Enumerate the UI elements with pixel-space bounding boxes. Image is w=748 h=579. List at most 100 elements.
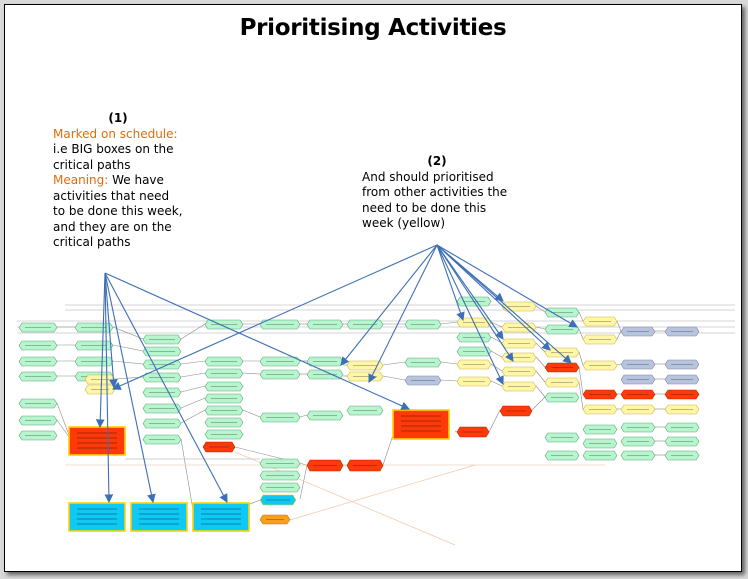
dependency-line	[535, 385, 546, 398]
activity-node	[664, 374, 700, 385]
activity-node	[544, 362, 580, 373]
annotation-arrow	[436, 244, 578, 328]
activity-node	[582, 424, 618, 435]
activity-node	[259, 412, 301, 423]
activity-node	[664, 436, 700, 447]
dependency-line	[490, 350, 503, 358]
note-1-meaning-label: Meaning:	[53, 173, 109, 187]
annotation-arrow	[436, 244, 504, 340]
activity-node	[18, 371, 58, 382]
activity-node	[620, 326, 656, 337]
dependency-line	[578, 328, 584, 340]
annotation-arrow	[436, 244, 465, 322]
activity-node	[582, 316, 618, 327]
dependency-line	[454, 430, 458, 433]
dependency-line	[535, 305, 546, 313]
dependency-line	[382, 434, 394, 466]
activity-node	[664, 389, 700, 400]
activity-node	[582, 360, 618, 371]
activity-node	[544, 392, 580, 403]
note-2-number: (2)	[427, 154, 447, 168]
activity-node	[456, 376, 492, 387]
dependency-line	[180, 397, 206, 409]
dependency-line	[180, 438, 194, 511]
dependency-line	[180, 360, 206, 365]
schedule-network-diagram	[17, 244, 735, 546]
activity-node	[664, 404, 700, 415]
activity-node	[620, 450, 656, 461]
activity-node	[544, 432, 580, 443]
big-activity-box	[392, 409, 450, 440]
activity-node	[259, 494, 297, 506]
dependency-line	[242, 409, 261, 418]
dependency-line	[180, 385, 206, 393]
big-activity-box	[192, 502, 250, 532]
activity-node	[456, 426, 490, 438]
activity-node	[582, 438, 618, 449]
note-1-marked-text: i.e BIG boxes on the critical paths	[53, 142, 174, 172]
activity-node	[142, 403, 182, 414]
activity-node	[142, 334, 182, 345]
dependency-line	[382, 375, 406, 381]
activity-node	[664, 450, 700, 461]
activity-node	[204, 356, 244, 367]
dependency-line	[299, 414, 308, 418]
activity-node	[142, 434, 182, 445]
activity-node	[582, 404, 618, 415]
dependency-line	[382, 361, 406, 366]
activity-node	[204, 417, 244, 428]
long-link-line	[289, 464, 476, 521]
activity-node	[582, 389, 618, 400]
dependency-line	[180, 409, 206, 424]
annotation-arrow	[340, 244, 438, 366]
activity-node	[18, 322, 58, 333]
big-activity-box	[68, 502, 126, 532]
dependency-line	[440, 379, 458, 382]
dependency-line	[112, 360, 144, 365]
activity-node	[306, 459, 344, 472]
annotation-arrow	[104, 272, 156, 504]
dependency-line	[242, 372, 261, 375]
big-activity-box	[130, 502, 188, 532]
note-1-marked-label: Marked on schedule:	[53, 126, 178, 141]
dependency-line	[56, 402, 70, 436]
activity-node	[346, 459, 384, 472]
annotation-arrow	[111, 244, 438, 390]
activity-node	[544, 377, 580, 388]
dependency-line	[535, 326, 546, 330]
activity-node	[456, 346, 492, 357]
activity-node	[142, 387, 182, 398]
dependency-line	[616, 320, 622, 332]
activity-node	[620, 389, 656, 400]
annotation-arrow	[436, 244, 514, 362]
dependency-line	[578, 351, 584, 366]
dependency-line	[180, 323, 206, 340]
dependency-line	[616, 330, 622, 340]
dependency-line	[299, 464, 308, 500]
activity-node	[18, 430, 58, 441]
activity-node	[664, 359, 700, 370]
activity-node	[142, 372, 182, 383]
activity-node	[582, 334, 618, 345]
activity-node	[259, 470, 301, 481]
annotation-arrow	[104, 272, 118, 389]
dependency-line	[616, 363, 622, 366]
activity-node	[404, 375, 442, 386]
annotation-arrow	[104, 272, 411, 410]
activity-node	[544, 307, 580, 318]
big-activity-box	[68, 426, 126, 456]
activity-node	[142, 418, 182, 429]
activity-node	[501, 301, 537, 312]
dependency-line	[490, 380, 503, 387]
annotation-arrow	[436, 244, 572, 364]
activity-node	[306, 410, 344, 421]
activity-node	[582, 450, 618, 461]
activity-node	[620, 374, 656, 385]
activity-node	[664, 422, 700, 433]
slide-title: Prioritising Activities	[239, 15, 507, 41]
activity-node	[259, 482, 301, 493]
activity-node	[259, 458, 301, 469]
dependency-line	[440, 321, 458, 325]
dependency-line	[578, 311, 584, 322]
activity-node	[259, 369, 301, 380]
